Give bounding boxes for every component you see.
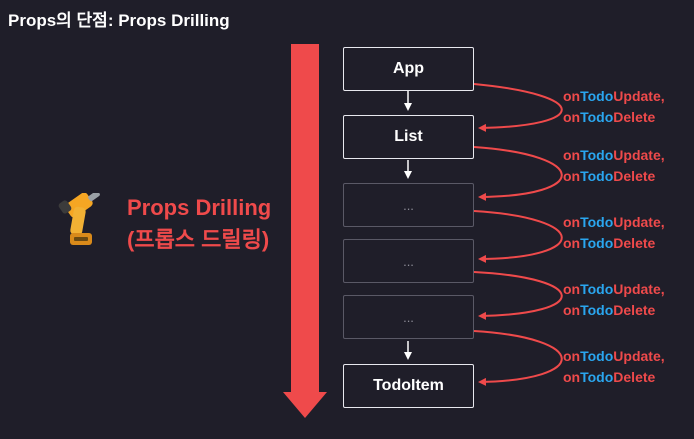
curve-arrow-1 [473, 83, 563, 132]
props-drilling-label: Props Drilling (프롭스 드릴링) [127, 192, 271, 256]
prop-label: onTodoUpdate, onTodoDelete [563, 88, 665, 125]
node-placeholder: ... [343, 239, 474, 283]
node-placeholder: ... [343, 183, 474, 227]
props-drilling-title: Props Drilling [127, 195, 272, 220]
node-list: List [343, 115, 474, 159]
curve-arrow-4 [473, 271, 563, 320]
props-drilling-korean: (프롭스 드릴링) [127, 227, 270, 252]
node-placeholder: ... [343, 295, 474, 339]
curve-arrow-2 [473, 146, 563, 201]
prop-label: onTodoUpdate, onTodoDelete [563, 281, 665, 318]
drill-icon [58, 193, 100, 245]
slide-title: Props의 단점: Props Drilling [8, 11, 230, 30]
prop-label: onTodoUpdate, onTodoDelete [563, 147, 665, 184]
curve-arrow-5 [473, 330, 563, 386]
curve-arrow-3 [473, 210, 563, 263]
prop-label: onTodoUpdate, onTodoDelete [563, 348, 665, 385]
node-app: App [343, 47, 474, 91]
prop-label: onTodoUpdate, onTodoDelete [563, 214, 665, 251]
big-down-arrow [283, 44, 327, 418]
node-todoitem: TodoItem [343, 364, 474, 408]
